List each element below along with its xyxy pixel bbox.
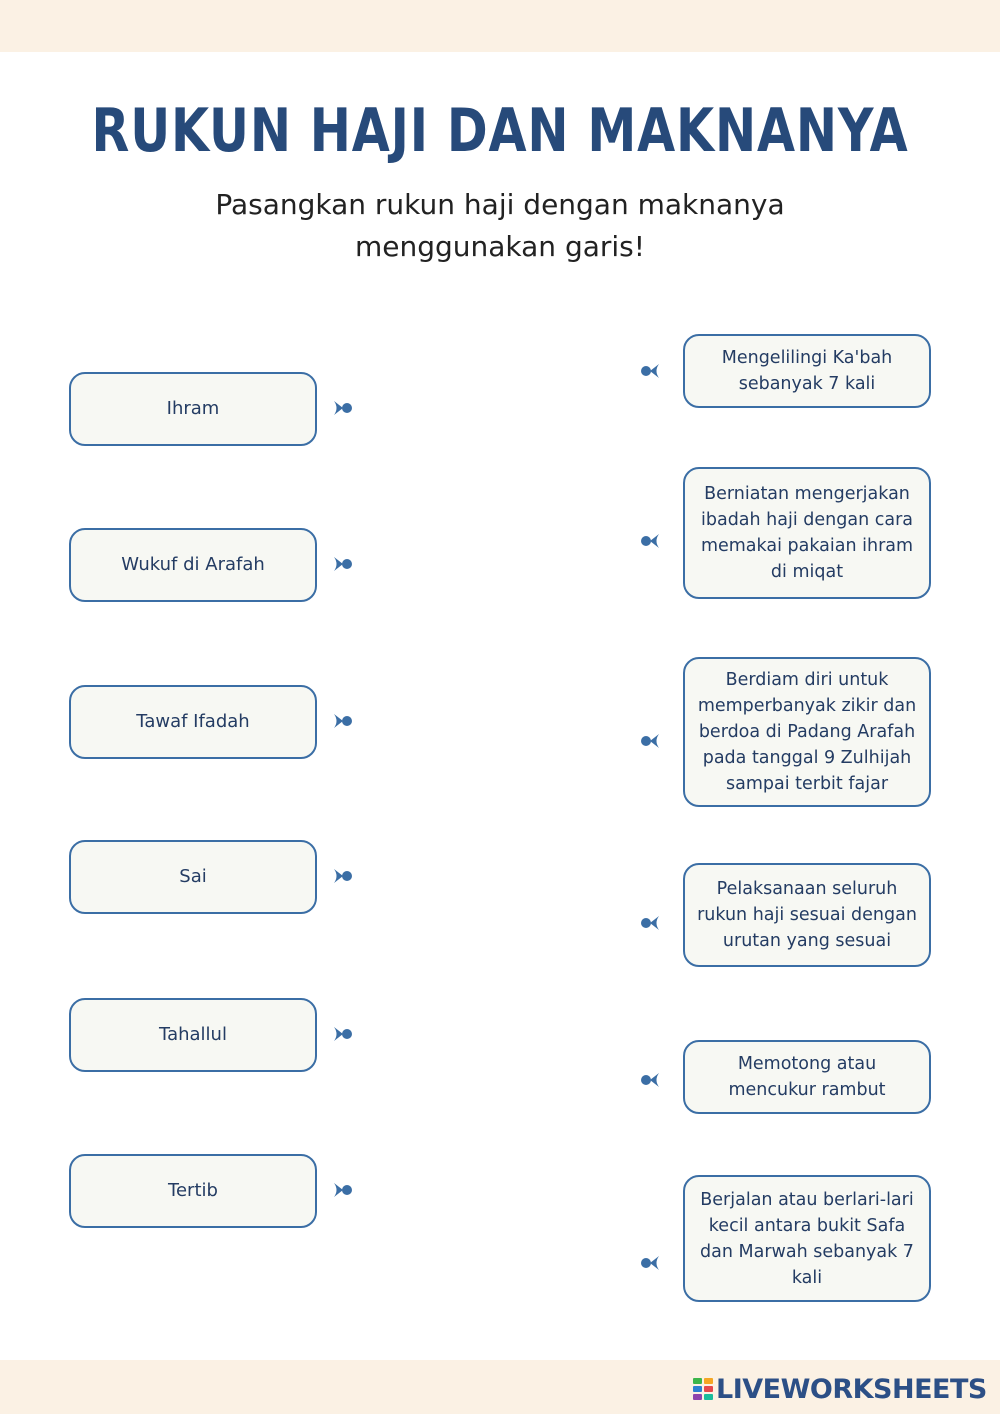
right-item-3: Berdiam diri untuk memperbanyak zikir da… bbox=[683, 657, 931, 807]
left-connector-dot-3[interactable] bbox=[332, 711, 356, 731]
bottom-band bbox=[0, 1360, 1000, 1414]
left-item-tahallul: Tahallul bbox=[69, 998, 317, 1072]
right-connector-dot-4[interactable] bbox=[637, 913, 661, 933]
instructions-line-1: Pasangkan rukun haji dengan maknanya bbox=[215, 188, 785, 221]
top-band bbox=[0, 0, 1000, 52]
left-item-tawaf: Tawaf Ifadah bbox=[69, 685, 317, 759]
left-item-wukuf: Wukuf di Arafah bbox=[69, 528, 317, 602]
right-connector-dot-5[interactable] bbox=[637, 1070, 661, 1090]
right-connector-dot-2[interactable] bbox=[637, 531, 661, 551]
left-connector-dot-5[interactable] bbox=[332, 1024, 356, 1044]
right-item-6: Berjalan atau berlari-lari kecil antara … bbox=[683, 1175, 931, 1302]
liveworksheets-logo: LIVEWORKSHEETS bbox=[692, 1373, 987, 1405]
liveworksheets-logo-text: LIVEWORKSHEETS bbox=[716, 1373, 987, 1405]
left-connector-dot-4[interactable] bbox=[332, 866, 356, 886]
right-item-2: Berniatan mengerjakan ibadah haji dengan… bbox=[683, 467, 931, 599]
left-item-tertib: Tertib bbox=[69, 1154, 317, 1228]
right-item-5: Memotong atau mencukur rambut bbox=[683, 1040, 931, 1114]
left-connector-dot-6[interactable] bbox=[332, 1180, 356, 1200]
right-item-1: Mengelilingi Ka'bah sebanyak 7 kali bbox=[683, 334, 931, 408]
liveworksheets-logo-icon bbox=[693, 1378, 713, 1400]
left-item-ihram: Ihram bbox=[69, 372, 317, 446]
right-connector-dot-6[interactable] bbox=[637, 1253, 661, 1273]
page-title: RUKUN HAJI DAN MAKNANYA bbox=[91, 96, 909, 166]
instructions-line-2: menggunakan garis! bbox=[354, 230, 645, 263]
right-item-4: Pelaksanaan seluruh rukun haji sesuai de… bbox=[683, 863, 931, 967]
right-connector-dot-3[interactable] bbox=[637, 731, 661, 751]
instructions: Pasangkan rukun haji dengan maknanya men… bbox=[150, 184, 850, 268]
left-connector-dot-1[interactable] bbox=[332, 398, 356, 418]
left-item-sai: Sai bbox=[69, 840, 317, 914]
left-connector-dot-2[interactable] bbox=[332, 554, 356, 574]
right-connector-dot-1[interactable] bbox=[637, 361, 661, 381]
